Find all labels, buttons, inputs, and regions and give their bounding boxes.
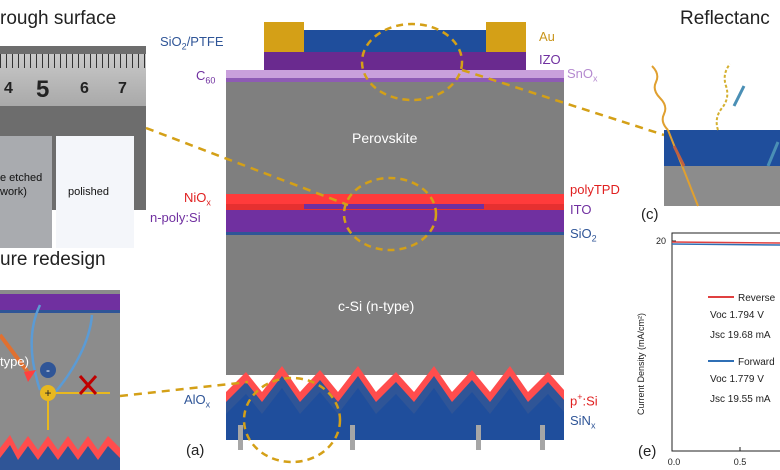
au-label: Au [539,29,555,44]
c-si-layer [226,235,564,375]
ruler: 4 5 6 7 [0,54,146,106]
legend-forward-label: Forward [738,357,775,368]
alox-label: AlOx [184,392,211,410]
npoly-si-label: n-poly:Si [150,210,201,225]
minus-sign: - [46,363,50,377]
polytpd-label: polyTPD [570,182,620,197]
redesign-schematic: - + type) [0,290,120,470]
callout-circle-middle [342,176,438,252]
niox-layer [226,194,564,204]
callout-circle-top [360,22,464,102]
coating-layer [664,130,780,166]
etched-sample-label-line1: e etched [0,172,43,184]
substrate-layer [664,166,780,206]
perovskite-layer [226,82,564,194]
y-tick-20: 20 [656,236,666,246]
perovskite-label: Perovskite [352,130,418,146]
npoly-si-layer [226,210,564,232]
x-tick-0-5: 0.5 [734,457,747,467]
snox-label: SnOx [567,66,598,84]
structure-redesign-title: ure redesign [0,249,106,270]
ruler-photo: 4 5 6 7 e etched work) polished [0,46,146,248]
forward-curve [671,243,780,246]
polished-sample: polished [56,136,134,248]
x-tick-0: 0.0 [668,457,681,467]
c-si-label: c-Si (n-type) [338,298,415,314]
ruler-number-6: 6 [80,80,89,97]
panel-e-letter: (e) [638,443,657,460]
photon-arrow [0,333,32,377]
sinx-layer [226,388,564,440]
electron-circle [40,362,56,378]
sio2-label: SiO2 [570,226,597,244]
izo-layer [264,52,526,70]
hole-circle [40,385,56,401]
y-axis-label: Current Density (mA/cm²) [636,313,646,415]
legend-reverse-label: Reverse [738,293,776,304]
ruler-number-4: 4 [4,80,13,97]
sio2-thin-layer [226,232,564,235]
plot-frame [671,232,780,452]
niox-label: NiOx [184,190,211,208]
rough-surface-title: rough surface [0,8,117,29]
forward-jsc: Jsc 19.55 mA [710,394,771,405]
jv-plot: Current Density (mA/cm²) 20 0.0 0.5 Reve… [636,232,780,467]
panel-c-letter: (c) [641,206,659,223]
incident-light-wave [651,65,669,131]
polished-sample-label: polished [68,186,109,198]
ito-layer [304,204,484,209]
reflected-light-wave [715,63,731,131]
p-plus-si-label: p+:Si [570,392,598,409]
panel-a-letter: (a) [186,442,205,459]
forward-voc: Voc 1.779 V [710,374,764,385]
blocked-x-icon [78,375,98,395]
npoly-strip [0,294,120,310]
reflectance-schematic [651,63,780,207]
au-contact-left [264,22,304,52]
sinx-label: SiNx [570,413,596,431]
sio2-ptfe-label: SiO2/PTFE [160,34,224,52]
reflectance-title: Reflectanc [680,8,770,29]
c60-layer [226,78,564,82]
snox-layer [226,70,564,78]
c60-label: C60 [196,68,216,86]
etched-sample-label-line2: work) [0,186,27,198]
ito-label: ITO [570,202,592,217]
izo-label: IZO [539,52,561,67]
electron-path [30,304,42,391]
reverse-jsc: Jsc 19.68 mA [710,330,771,341]
ruler-number-5: 5 [36,76,50,103]
n-type-label: type) [0,354,29,369]
callout-circle-bottom [242,376,342,464]
sio2-ptfe-layer [304,30,486,52]
plus-sign: + [44,386,51,400]
etched-sample: e etched work) [0,136,52,248]
reverse-voc: Voc 1.794 V [710,310,764,321]
ruler-number-7: 7 [118,80,127,97]
au-contact-right [486,22,526,52]
reverse-curve [671,241,780,244]
rear-contacts [238,425,545,450]
